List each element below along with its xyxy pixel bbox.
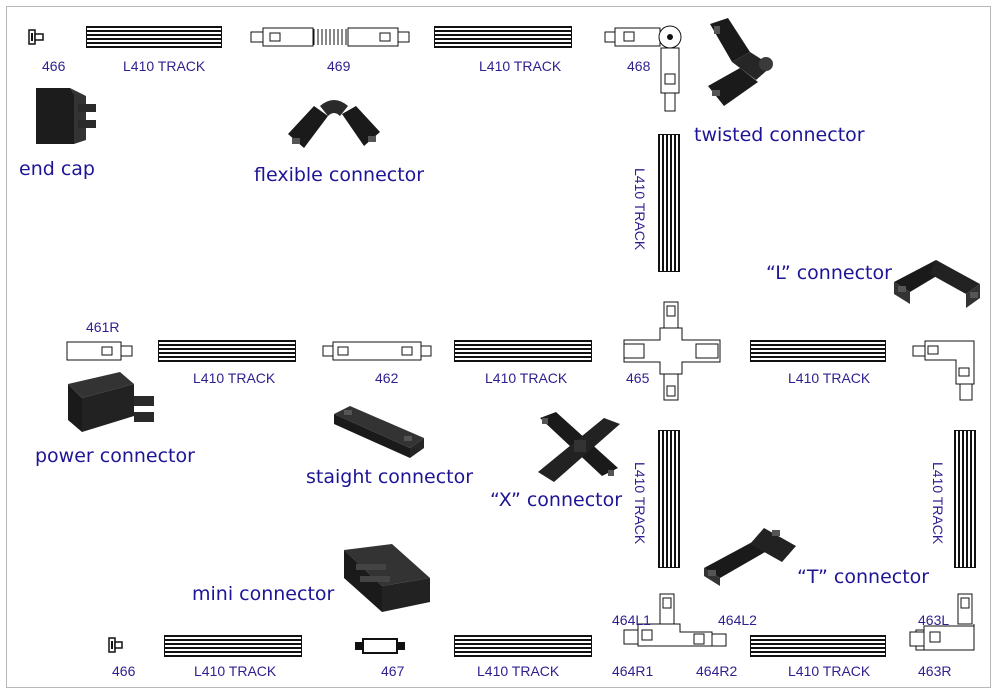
end-cap-icon — [30, 84, 102, 148]
l-connector-drawing-bottom — [908, 592, 978, 658]
part-469-label: 469 — [327, 58, 351, 74]
x-connector-title: “X” connector — [490, 489, 623, 511]
part-463R-label: 463R — [918, 663, 952, 679]
track-bottom-3 — [750, 635, 886, 657]
track-vertical-2-label: L410 TRACK — [632, 462, 648, 545]
part-467-label: 467 — [381, 663, 405, 679]
track-vertical-1 — [658, 134, 680, 272]
track-vertical-3-label: L410 TRACK — [930, 462, 946, 545]
track-bottom-1 — [164, 635, 302, 657]
track-vertical-2 — [658, 430, 680, 568]
track-mid-3-label: L410 TRACK — [788, 370, 871, 386]
part-464L2-label: 464L2 — [718, 612, 757, 628]
part-464R1-label: 464R1 — [612, 663, 654, 679]
mini-connector-title: mini connector — [192, 583, 335, 605]
track-mid-1-label: L410 TRACK — [193, 370, 276, 386]
track-top-2-label: L410 TRACK — [479, 58, 562, 74]
part-466-bottom-label: 466 — [112, 663, 136, 679]
part-468-label: 468 — [627, 58, 651, 74]
straight-connector-icon — [330, 402, 430, 462]
mini-connector-drawing — [354, 638, 406, 654]
straight-connector-title: staight connector — [306, 466, 474, 488]
flexible-connector-drawing — [250, 26, 410, 48]
part-464R2-label: 464R2 — [696, 663, 738, 679]
track-mid-3 — [750, 340, 886, 362]
part-462-label: 462 — [375, 370, 399, 386]
power-connector-drawing — [66, 340, 134, 362]
straight-connector-drawing — [322, 340, 432, 362]
twisted-connector-title: twisted connector — [694, 124, 865, 146]
track-mid-2-label: L410 TRACK — [485, 370, 568, 386]
power-connector-title: power connector — [35, 445, 195, 467]
track-mid-1 — [158, 340, 296, 362]
part-466-top-label: 466 — [42, 58, 66, 74]
x-connector-drawing — [620, 298, 724, 404]
track-bottom-1-label: L410 TRACK — [194, 663, 277, 679]
part-461R-label: 461R — [86, 319, 120, 335]
track-mid-2 — [454, 340, 592, 362]
flexible-connector-title: flexible connector — [254, 164, 425, 186]
track-vertical-3 — [954, 430, 976, 568]
track-top-1-label: L410 TRACK — [123, 58, 206, 74]
t-connector-icon — [700, 524, 800, 588]
power-connector-icon — [64, 368, 160, 440]
l-connector-drawing — [912, 340, 978, 404]
track-bottom-3-label: L410 TRACK — [788, 663, 871, 679]
end-cap-drawing-top — [28, 29, 46, 45]
part-465-label: 465 — [626, 370, 650, 386]
l-connector-icon — [888, 254, 986, 318]
diagram-frame — [6, 6, 991, 688]
track-top-2 — [434, 26, 572, 48]
mini-connector-icon — [336, 542, 436, 616]
twisted-connector-drawing — [604, 22, 686, 116]
x-connector-icon — [534, 410, 624, 488]
flexible-connector-icon — [284, 92, 384, 154]
track-vertical-1-label: L410 TRACK — [632, 168, 648, 251]
track-top-1 — [86, 26, 222, 48]
t-connector-drawing — [620, 592, 730, 660]
end-cap-title: end cap — [19, 158, 95, 180]
t-connector-title: “T” connector — [797, 566, 930, 588]
part-463L-label: 463L — [918, 612, 950, 628]
track-bottom-2 — [454, 635, 592, 657]
track-bottom-2-label: L410 TRACK — [477, 663, 560, 679]
end-cap-drawing-bottom — [108, 637, 124, 653]
part-464L1-label: 464L1 — [612, 612, 651, 628]
l-connector-title: “L” connector — [766, 262, 892, 284]
twisted-connector-icon — [700, 16, 780, 110]
